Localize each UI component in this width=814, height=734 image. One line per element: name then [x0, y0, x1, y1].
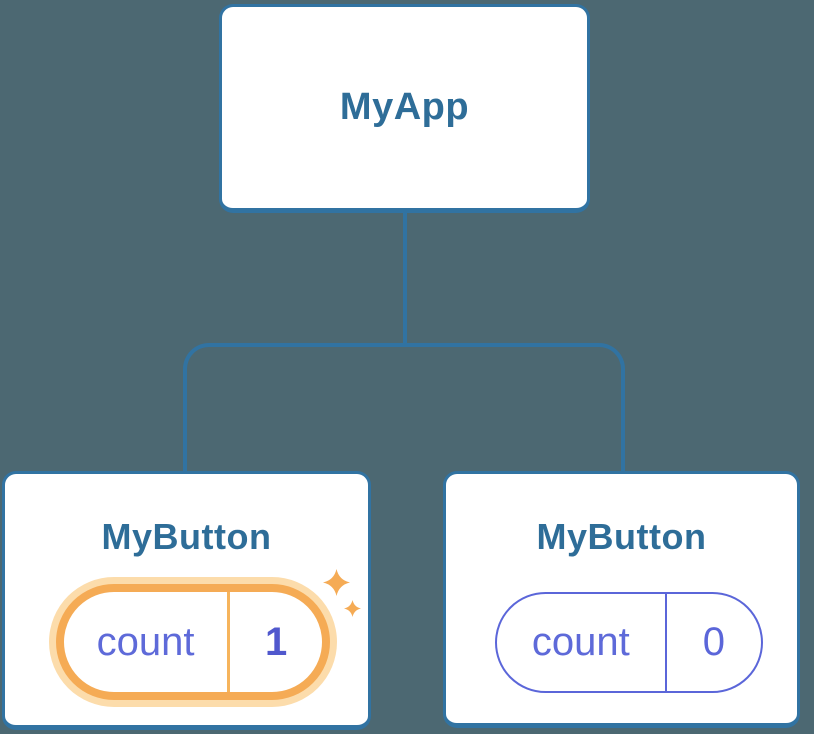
pill-divider [227, 592, 231, 692]
state-value: 1 [264, 619, 288, 664]
state-value: 0 [702, 620, 725, 664]
component-node-mybutton-right: MyButton count 0 [443, 471, 800, 728]
node-title-myapp: MyApp [339, 86, 470, 128]
component-node-root: MyApp [219, 4, 590, 213]
node-title-mybutton-right: MyButton [536, 516, 707, 557]
connector-trunk-line [403, 211, 407, 347]
pill-divider [664, 594, 667, 691]
state-pill-normal: count 0 [495, 592, 763, 693]
state-key-label: count [531, 620, 630, 664]
component-node-mybutton-left: MyButton count 1 [2, 471, 371, 730]
connector-branch-lines [183, 343, 625, 471]
state-key-label: count [96, 619, 195, 664]
state-pill-highlighted: count 1 [56, 584, 330, 700]
sparkle-icon-small [344, 600, 361, 617]
node-title-mybutton-left: MyButton [101, 516, 272, 557]
sparkle-icon-large [323, 569, 350, 596]
